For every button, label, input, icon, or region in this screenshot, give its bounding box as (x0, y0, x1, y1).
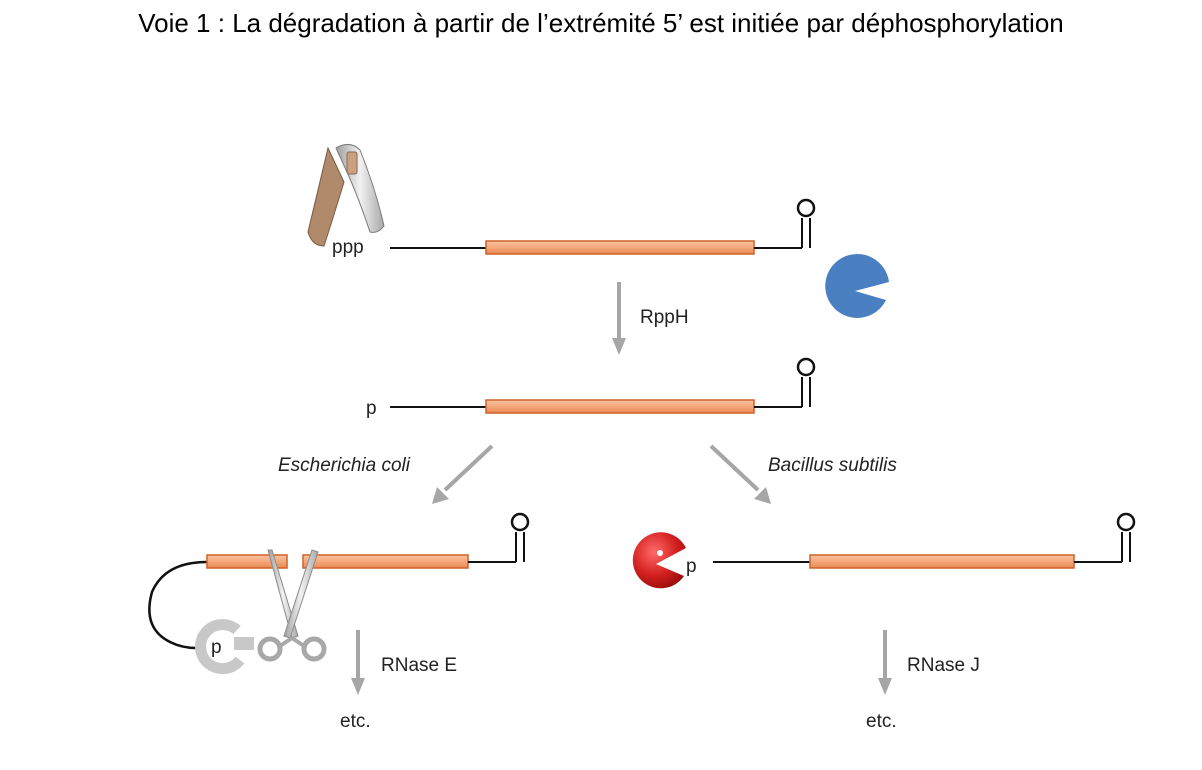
bsubtilis-label: Bacillus subtilis (768, 455, 897, 476)
rpph-label: RppH (640, 307, 689, 328)
pacman-eye (657, 550, 663, 556)
rna-bottom-right (713, 512, 1136, 569)
rnase-j-label: RNase J (907, 655, 980, 676)
pliers-icon (307, 144, 385, 247)
rna-middle (390, 357, 816, 414)
rpph-arrow (612, 282, 626, 355)
rnase-e-arrow (351, 630, 365, 695)
stem-loop-icon (796, 198, 816, 248)
bsubtilis-arrow (709, 444, 771, 504)
rna-top (390, 198, 816, 255)
ecoli-label: Escherichia coli (278, 455, 411, 476)
etc-right-label: etc. (866, 711, 897, 732)
rna-bottom-left (148, 512, 530, 650)
triphosphate-label: ppp (332, 237, 364, 258)
rnase-e-label: RNase E (381, 655, 457, 676)
rnase-j-arrow (878, 630, 892, 695)
page-title: Voie 1 : La dégradation à partir de l’ex… (138, 8, 1064, 38)
stem-loop-icon (1116, 512, 1136, 562)
stem-loop-icon (510, 512, 530, 562)
etc-left-label: etc. (340, 711, 371, 732)
monophosphate-label: p (366, 398, 377, 419)
stem-loop-icon (796, 357, 816, 407)
ecoli-arrow (432, 444, 494, 504)
blue-pacman-icon (825, 253, 889, 318)
p-label-bottom-right: p (686, 556, 697, 577)
red-pacman-icon (632, 532, 686, 589)
p-label-bottom-left: p (211, 637, 222, 658)
phosphate-sensor-ring-icon (195, 619, 254, 675)
scissors-icon (257, 549, 327, 662)
